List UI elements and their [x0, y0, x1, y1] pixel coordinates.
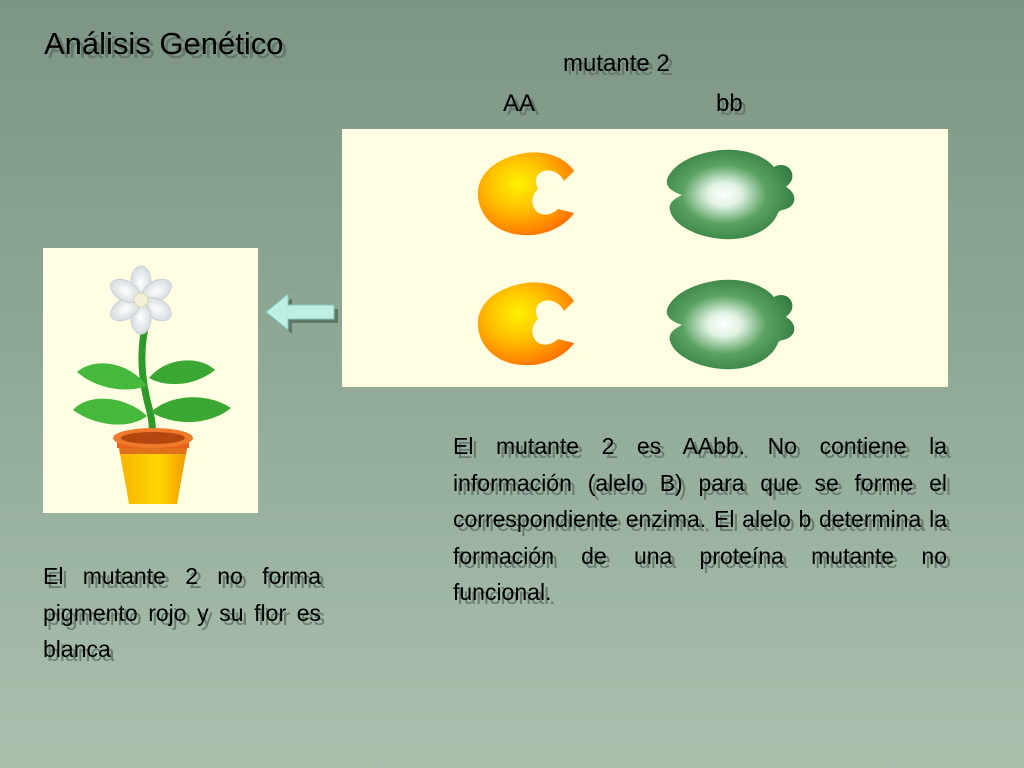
mutant-description-right: El mutante 2 es AAbb. No contiene la inf…: [453, 433, 947, 606]
phenotype-description-left: El mutante 2 no forma pigmento rojo y su…: [43, 563, 321, 663]
plant-panel: [43, 248, 258, 513]
slide-title: Análisis Genético: [44, 26, 284, 61]
potted-white-flower-icon: [73, 265, 231, 504]
genotype-bb-label: bb: [716, 90, 743, 117]
green-mutant-protein-icon: [666, 279, 795, 370]
green-mutant-protein-icon: [666, 149, 795, 240]
left-arrow-icon: [265, 292, 338, 334]
orange-pacman-enzyme-icon: [477, 152, 574, 236]
genotype-aa-label: AA: [503, 90, 536, 117]
orange-pacman-enzyme-icon: [477, 282, 574, 366]
protein-panel: [342, 129, 948, 387]
mutant-label: mutante 2: [563, 50, 670, 77]
